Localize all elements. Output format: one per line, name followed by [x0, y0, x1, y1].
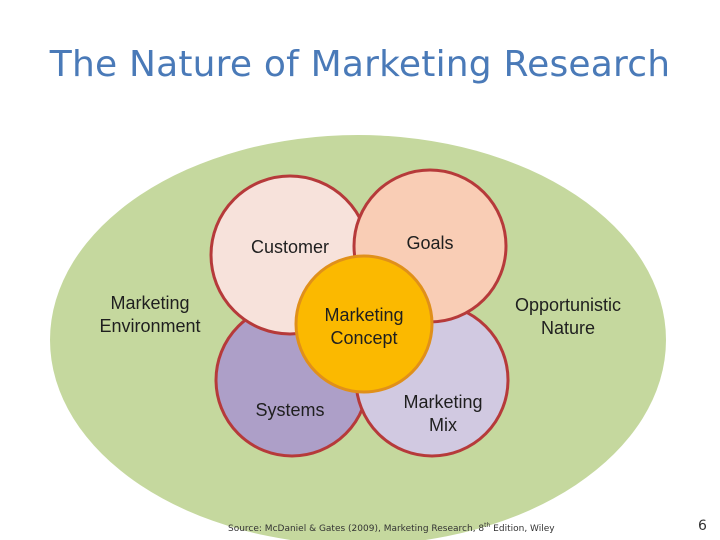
page-number: 6	[698, 518, 707, 534]
opportunistic-nature-label: Opportunistic Nature	[514, 295, 622, 338]
marketing-environment-label: Marketing Environment	[99, 293, 201, 336]
source-prefix: Source: McDaniel & Gates (2009), Marketi…	[228, 524, 485, 534]
source-superscript: th	[484, 522, 491, 529]
marketing-mix-label: Marketing Mix	[403, 392, 483, 435]
marketing-concept-circle	[294, 254, 434, 394]
source-citation: Source: McDaniel & Gates (2009), Marketi…	[228, 522, 555, 534]
customer-label: Customer	[250, 237, 330, 257]
source-suffix: Edition, Wiley	[490, 524, 555, 534]
marketing-concept-label: Marketing Concept	[324, 305, 404, 348]
goals-label: Goals	[406, 233, 454, 253]
slide-title: The Nature of Marketing Research	[49, 44, 671, 85]
systems-label: Systems	[255, 400, 325, 420]
